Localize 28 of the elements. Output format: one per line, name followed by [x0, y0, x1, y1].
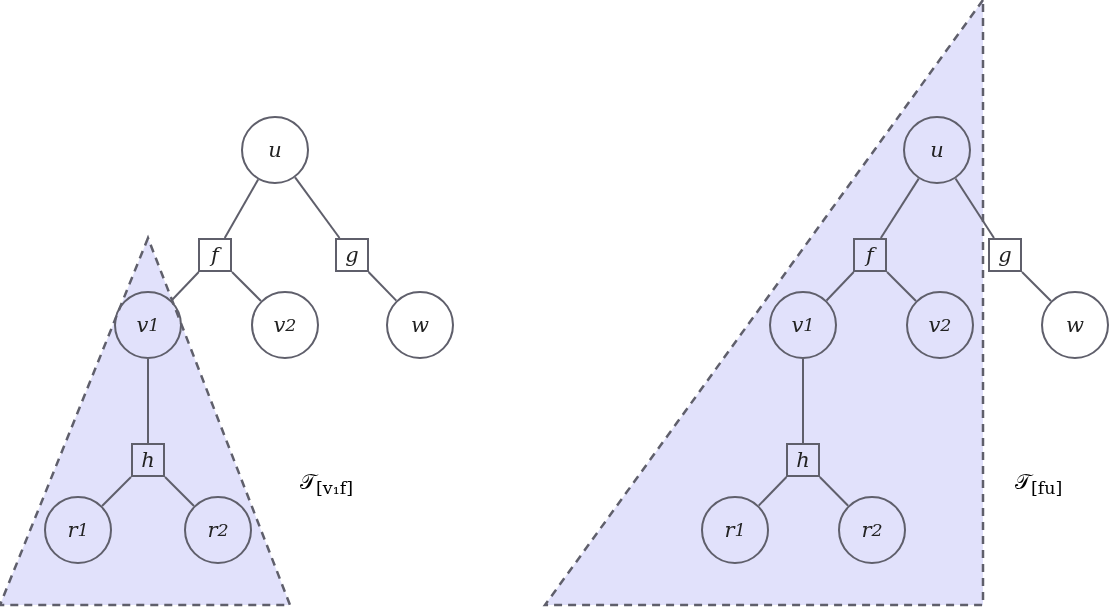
variable-node: w — [386, 291, 454, 359]
connector-line — [294, 176, 341, 239]
connector-line — [101, 476, 132, 507]
connector-line — [757, 476, 788, 507]
connector-line — [954, 177, 995, 239]
connector-line — [886, 271, 917, 302]
factor-node: f — [198, 238, 232, 272]
connector-line — [147, 358, 149, 444]
variable-node: w — [1041, 291, 1109, 359]
region-label: 𝒯$_{[fu]}$ — [1015, 470, 1063, 499]
connector-line — [825, 271, 855, 302]
connector-line — [164, 476, 195, 507]
connector-line — [802, 358, 804, 444]
connector-line — [1021, 271, 1052, 302]
connector-line — [367, 271, 398, 302]
variable-node: u — [241, 116, 309, 184]
region-label: 𝒯$_{[v₁f]}$ — [300, 470, 354, 499]
factor-node: g — [988, 238, 1022, 272]
connector-line — [818, 476, 850, 507]
connector-line — [231, 271, 262, 302]
factor-node: f — [853, 238, 887, 272]
connector-line — [223, 178, 260, 239]
factor-node: h — [131, 443, 165, 477]
variable-node: u — [903, 116, 971, 184]
factor-node: h — [786, 443, 820, 477]
connector-line — [170, 271, 200, 302]
connector-line — [879, 177, 920, 239]
factor-node: g — [335, 238, 369, 272]
